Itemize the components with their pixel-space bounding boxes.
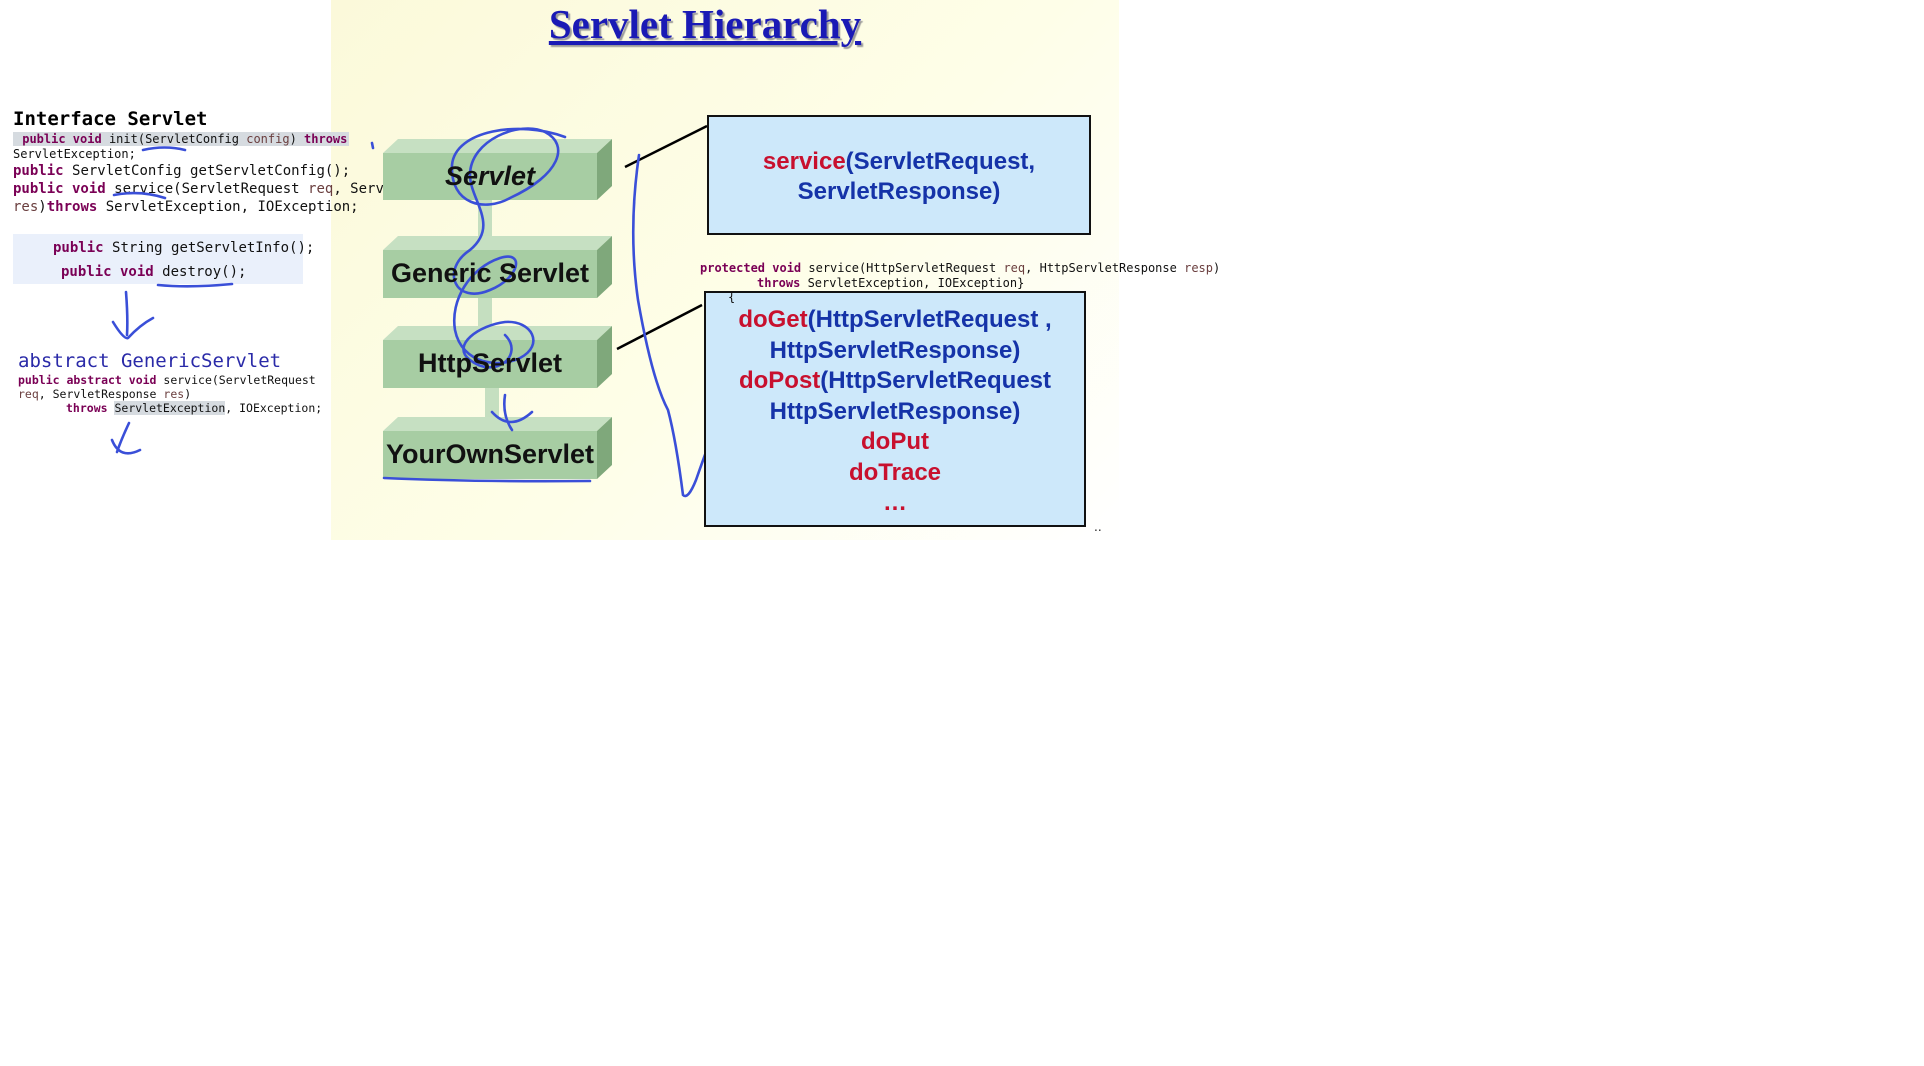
paren: ( — [137, 132, 146, 146]
abstract-rest2: , ServletResponse — [38, 387, 164, 401]
handwritten-annotations — [110, 127, 724, 498]
destroy-line: public void destroy(); — [61, 264, 246, 282]
service-method-name: service — [762, 148, 846, 175]
service-args-1: (ServletRequest, — [845, 148, 1036, 175]
hierarchy-label-httpservlet: HttpServlet — [417, 348, 563, 378]
ellipsis: … — [883, 489, 907, 516]
kw: public — [53, 240, 113, 256]
open-brace: { — [728, 290, 736, 304]
doget-args-2: HttpServletResponse) — [769, 336, 1021, 364]
getconfig-line: public ServletConfig getServletConfig(); — [13, 163, 350, 181]
throws-kw: throws — [46, 199, 98, 215]
init-method: init — [108, 132, 138, 146]
getinfo-rest: String getServletInfo(); — [112, 240, 315, 256]
footer-dots: .. — [1094, 520, 1102, 534]
hierarchy-box-servlet — [383, 139, 612, 200]
servletconfig-type: ServletConfig — [145, 132, 239, 146]
hierarchy-box-httpservlet — [383, 326, 612, 388]
init-line: public void init(ServletConfig config) t… — [13, 132, 350, 147]
throws-kw: throws — [66, 401, 115, 415]
abstract-rest: service(ServletRequest — [163, 373, 316, 387]
hierarchy-box-yourownservlet — [383, 417, 612, 479]
abstract-line-1: public abstract void service(ServletRequ… — [18, 373, 316, 387]
config-param: config — [239, 132, 290, 146]
abstract-line-3: throws ServletException, IOException; — [66, 401, 322, 415]
doput-method: doPut — [861, 428, 929, 455]
dopost-args-1: (HttpServletRequest — [820, 367, 1052, 394]
connector-stem — [478, 296, 492, 326]
service-rest: (ServletRequest — [173, 181, 309, 197]
getconfig-rest: ServletConfig getServletConfig(); — [72, 163, 351, 179]
doget-method: doGet — [738, 306, 808, 333]
servletexception-type: ServletException — [114, 401, 226, 415]
close: ) — [1213, 261, 1221, 275]
kw: protected void — [700, 261, 809, 275]
connector-stem — [485, 387, 499, 417]
protected-rest2: , HttpServletResponse — [1025, 261, 1185, 275]
hierarchy-label-servlet: Servlet — [444, 161, 536, 191]
kw: public void — [13, 181, 115, 197]
kw: public — [13, 163, 73, 179]
abstract-line-2: req, ServletResponse res) — [18, 387, 191, 401]
http-methods-box: { doGet(HttpServletRequest , HttpServlet… — [704, 290, 1086, 527]
slide-title: Servlet Hierarchy — [548, 1, 862, 47]
service-exceptions: ServletException, IOException; — [97, 199, 359, 215]
service-line-2: res)throws ServletException, IOException… — [13, 199, 359, 217]
init-line-2: ServletException; — [13, 147, 136, 161]
kw: public abstract void — [18, 373, 164, 387]
interface-servlet-title: Interface Servlet — [13, 108, 208, 130]
close: ) — [38, 199, 47, 215]
dotrace-method: doTrace — [848, 458, 942, 486]
res-param: res — [163, 387, 185, 401]
close: ) — [184, 387, 192, 401]
res-param: res — [13, 199, 39, 215]
close: ) — [289, 132, 305, 146]
req-param: req — [308, 181, 334, 197]
req-param: req — [1003, 261, 1026, 275]
throws-kw: throws — [757, 276, 808, 290]
req-param: req — [18, 387, 39, 401]
doget-args-1: (HttpServletRequest , — [807, 306, 1052, 333]
getinfo-line: public String getServletInfo(); — [53, 240, 314, 258]
service-method-box: service(ServletRequest, ServletResponse) — [707, 115, 1091, 235]
kw: public void — [61, 264, 163, 280]
resp-param: resp — [1184, 261, 1213, 275]
kw: public void — [22, 132, 109, 146]
protected-service-line-2: throws ServletException, IOException} — [757, 276, 1024, 291]
protected-exceptions: ServletException, IOException} — [807, 276, 1025, 290]
destroy-rest: destroy(); — [162, 264, 247, 280]
hierarchy-label-genericservlet: Generic Servlet — [390, 258, 590, 288]
abstract-rest3: , IOException; — [225, 401, 323, 415]
dopost-args-2: HttpServletResponse) — [769, 397, 1021, 425]
service-args-2: ServletResponse) — [797, 178, 1001, 205]
pointer-line — [616, 303, 703, 351]
connector-stem — [478, 196, 492, 236]
protected-rest: service(HttpServletRequest — [808, 261, 1004, 275]
code-highlight-box — [13, 234, 303, 284]
dopost-method: doPost — [738, 367, 821, 394]
abstract-genericservlet-title: abstract GenericServlet — [18, 350, 282, 372]
protected-service-line-1: protected void service(HttpServletReques… — [700, 261, 1220, 276]
hierarchy-label-yourownservlet: YourOwnServlet — [385, 439, 595, 469]
throws-kw: throws — [304, 132, 348, 146]
